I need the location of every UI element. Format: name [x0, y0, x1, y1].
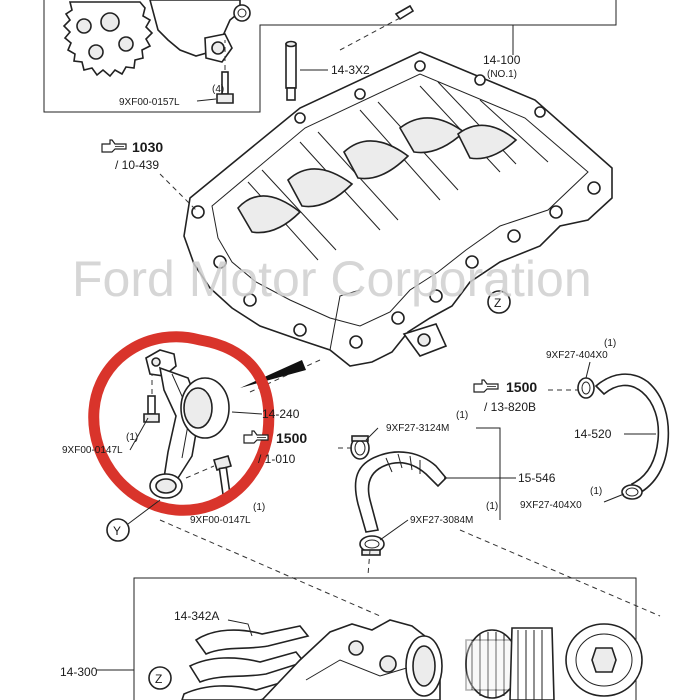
label-qty-1-e: (1): [126, 432, 138, 443]
dowel-pin: [285, 40, 328, 101]
label-1500-right: 1500: [506, 379, 537, 395]
callout-z-top: [487, 290, 511, 314]
label-no1: (NO.1): [487, 69, 517, 80]
pointing-hand-icon: [473, 379, 499, 393]
pointing-hand-icon: [101, 139, 127, 153]
label-9xf00-0157l: 9XF00-0157L: [119, 97, 180, 108]
watermark-text: Ford Motor Corporation: [72, 251, 592, 307]
oil-pump-body: [149, 0, 251, 63]
label-1-010: / 1-010: [258, 452, 296, 466]
label-9xf00-0147l-bottom: 9XF00-0147L: [190, 515, 251, 526]
oil-filter-element: [509, 627, 555, 700]
oil-pump-inset: (4) 9XF00-0157L: [43, 0, 617, 113]
label-qty-1-c: (1): [590, 486, 602, 497]
hose-clamp-9xf27-404x0-bottom: [621, 484, 643, 500]
label-10-439: / 10-439: [115, 158, 159, 172]
oil-hose-15-546: [354, 451, 448, 533]
label-15-546: 15-546: [518, 471, 556, 485]
oil-pan-inset: [96, 577, 643, 700]
lower-crankcase: [183, 51, 613, 367]
label-y: Y: [113, 524, 121, 538]
bolt-9xf00-0147l-left: [143, 374, 160, 423]
label-9xf00-0147l-left: 9XF00-0147L: [62, 445, 123, 456]
gasket-14-342a: [181, 625, 310, 700]
bolt-9xf00-0147l-bottom: [213, 455, 232, 496]
label-9xf27-3084m: 9XF27-3084M: [410, 515, 473, 526]
label-13-820b: / 13-820B: [484, 400, 536, 414]
callout-y: [106, 518, 130, 542]
label-14-240: 14-240: [262, 407, 300, 421]
oil-strainer: [145, 349, 230, 499]
label-qty-1-d: (1): [486, 501, 498, 512]
label-14-300: 14-300: [60, 665, 98, 679]
callout-z-bottom: [148, 666, 172, 690]
hose-clamp-9xf27-404x0-top: [577, 377, 595, 399]
label-qty-1-f: (1): [253, 502, 265, 513]
hose-clamp-9xf27-3084m: [359, 535, 385, 556]
stud-top: [339, 4, 415, 51]
label-14-100: 14-100: [483, 53, 521, 67]
label-qty-1-b: (1): [456, 410, 468, 421]
oil-filter-cap: [565, 623, 643, 697]
label-14-342a: 14-342A: [174, 609, 219, 623]
label-9xf27-3124m: 9XF27-3124M: [386, 423, 449, 434]
label-z-bottom: Z: [155, 672, 162, 686]
label-9xf27-404x0-bottom: 9XF27-404X0: [520, 500, 582, 511]
label-1030: 1030: [132, 139, 163, 155]
oil-pump-sprocket: [62, 1, 154, 78]
label-14-520: 14-520: [574, 427, 612, 441]
label-1500-left: 1500: [276, 430, 307, 446]
label-z-top: Z: [494, 296, 501, 310]
label-qty-1-a: (1): [604, 338, 616, 349]
oil-pan-body: [260, 619, 441, 700]
oil-filter: [405, 629, 519, 699]
label-14-3x2: 14-3X2: [331, 63, 370, 77]
highlight-circle: [88, 331, 275, 516]
bolt-9xf00-0157l: [216, 40, 234, 104]
label-qty-4: (4): [212, 84, 224, 95]
label-9xf27-404x0-top: 9XF27-404X0: [546, 350, 608, 361]
